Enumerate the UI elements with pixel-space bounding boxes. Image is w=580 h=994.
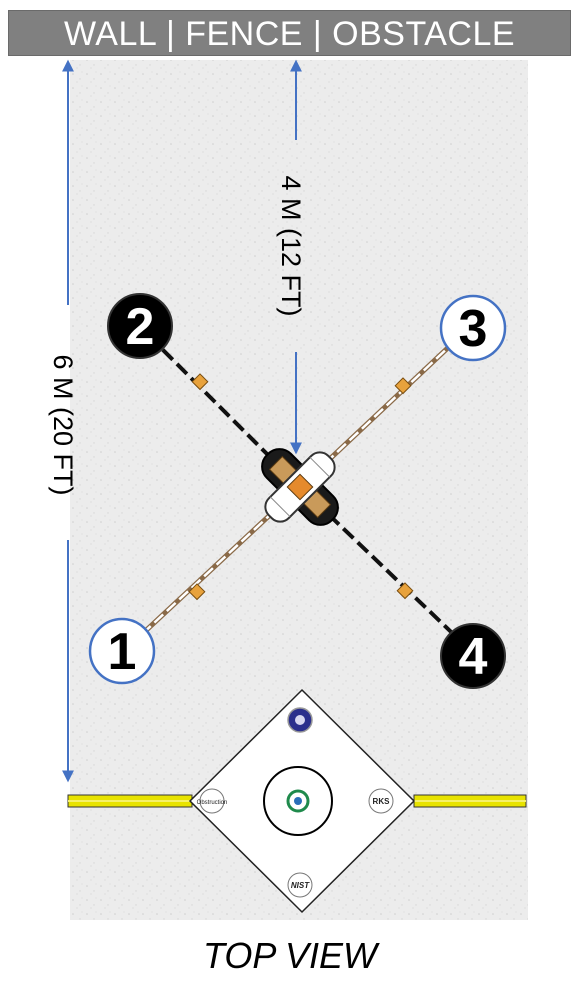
- svg-text:1: 1: [108, 623, 137, 681]
- banner-label: WALL | FENCE | OBSTACLE: [63, 15, 516, 53]
- wall-fence-obstacle-banner: WALL | FENCE | OBSTACLE: [8, 10, 571, 56]
- top-view-caption: TOP VIEW: [202, 935, 378, 976]
- svg-text:NIST: NIST: [291, 881, 310, 890]
- dimension-label-long: 6 M (20 FT): [48, 354, 78, 495]
- dimension-label-short: 4 M (12 FT): [276, 175, 306, 316]
- lane-line-right: [413, 794, 527, 808]
- obstruction-logo-icon: [199, 788, 225, 814]
- svg-text:Obstruction: Obstruction: [197, 800, 228, 806]
- svg-text:3: 3: [459, 300, 488, 358]
- nist-logo-icon: [287, 872, 313, 898]
- svg-text:2: 2: [126, 298, 155, 356]
- pad-center-ring: [263, 766, 333, 836]
- lane-line-left: [67, 794, 193, 808]
- landing-pad: Obstruction RKS NIST: [188, 688, 416, 914]
- rks-logo-icon: [368, 788, 394, 814]
- position-marker-4: 4: [440, 623, 506, 689]
- svg-text:RKS: RKS: [373, 797, 391, 806]
- position-marker-3: 3: [439, 294, 507, 362]
- position-marker-2: 2: [107, 293, 173, 359]
- position-marker-1: 1: [88, 617, 156, 685]
- quadcopter-drone: [123, 325, 474, 654]
- svg-text:4: 4: [459, 628, 488, 686]
